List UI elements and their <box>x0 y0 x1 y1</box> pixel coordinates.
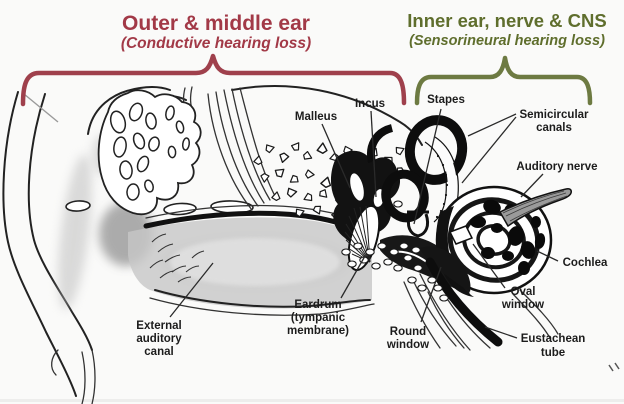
title-outer-middle-ear: Outer & middle ear <box>122 12 310 35</box>
canal-hairs <box>149 233 205 283</box>
titles: Outer & middle ear (Conductive hearing l… <box>121 10 607 52</box>
label-semicircular-2: canals <box>536 122 572 134</box>
subtitle-sensorineural: (Sensorineural hearing loss) <box>409 33 605 49</box>
leader-oval-window <box>472 243 506 289</box>
label-incus: Incus <box>355 98 385 110</box>
bottom-artifact-line <box>0 399 624 402</box>
inner-ear-drawing <box>367 115 572 339</box>
cartilage-pills <box>65 200 254 216</box>
label-eardrum-2: (tympanic <box>291 312 346 324</box>
title-inner-ear-cns: Inner ear, nerve & CNS <box>407 10 606 31</box>
label-eardrum-1: Eardrum <box>294 299 341 311</box>
label-semicircular-1: Semicircular <box>519 109 589 121</box>
label-round-window-1: Round <box>390 326 426 338</box>
label-eardrum-3: membrane) <box>287 325 349 337</box>
brace-inner-ear <box>414 55 593 106</box>
leader-round-window <box>420 266 442 323</box>
tick-marks <box>608 362 620 372</box>
cavity-floor-mass <box>380 235 470 296</box>
label-oval-window-2: window <box>501 299 544 311</box>
pinna-cartilage <box>65 89 254 216</box>
faint-line <box>23 93 59 123</box>
leader-auditory-nerve <box>520 173 544 198</box>
skull-bone <box>207 85 423 221</box>
ear-canal-drawing <box>128 204 379 316</box>
label-auditory-nerve: Auditory nerve <box>516 161 597 173</box>
leader-malleus <box>321 123 351 189</box>
leader-external-canal <box>169 262 214 318</box>
eustachean-tube-drawing <box>403 246 503 351</box>
label-stapes: Stapes <box>427 94 465 106</box>
leader-eardrum <box>340 255 366 299</box>
ossicles-mass <box>330 150 401 245</box>
leader-eustachean <box>484 326 518 339</box>
subtitle-conductive: (Conductive hearing loss) <box>121 35 311 52</box>
leader-stapes <box>413 108 442 225</box>
brace-outer-middle-ear <box>20 53 407 107</box>
leader-semicircular-2 <box>461 116 517 184</box>
cartilage-cells <box>109 102 191 201</box>
anatomy-labels: Malleus Incus Stapes Semicircular canals… <box>136 94 608 359</box>
label-external-1: External <box>136 320 181 332</box>
leader-cochlea <box>536 250 559 262</box>
leader-lines <box>169 108 559 339</box>
label-external-2: auditory <box>136 333 182 345</box>
muscle-striations <box>207 87 277 211</box>
label-oval-window-1: Oval <box>511 286 536 298</box>
leader-incus <box>370 110 377 198</box>
leader-semicircular-1 <box>467 113 517 137</box>
oval-window-drawing <box>448 225 474 245</box>
label-malleus: Malleus <box>295 111 337 123</box>
auditory-nerve-drawing <box>498 188 572 228</box>
label-cochlea: Cochlea <box>563 257 608 269</box>
label-eustachean-1: Eustachean <box>521 333 586 345</box>
earlobe-curl <box>51 349 59 376</box>
braces <box>20 53 593 107</box>
semicircular-canals-drawing <box>367 115 468 223</box>
label-external-3: canal <box>144 346 173 358</box>
label-eustachean-2: tube <box>541 347 565 359</box>
label-round-window-2: window <box>386 339 429 351</box>
